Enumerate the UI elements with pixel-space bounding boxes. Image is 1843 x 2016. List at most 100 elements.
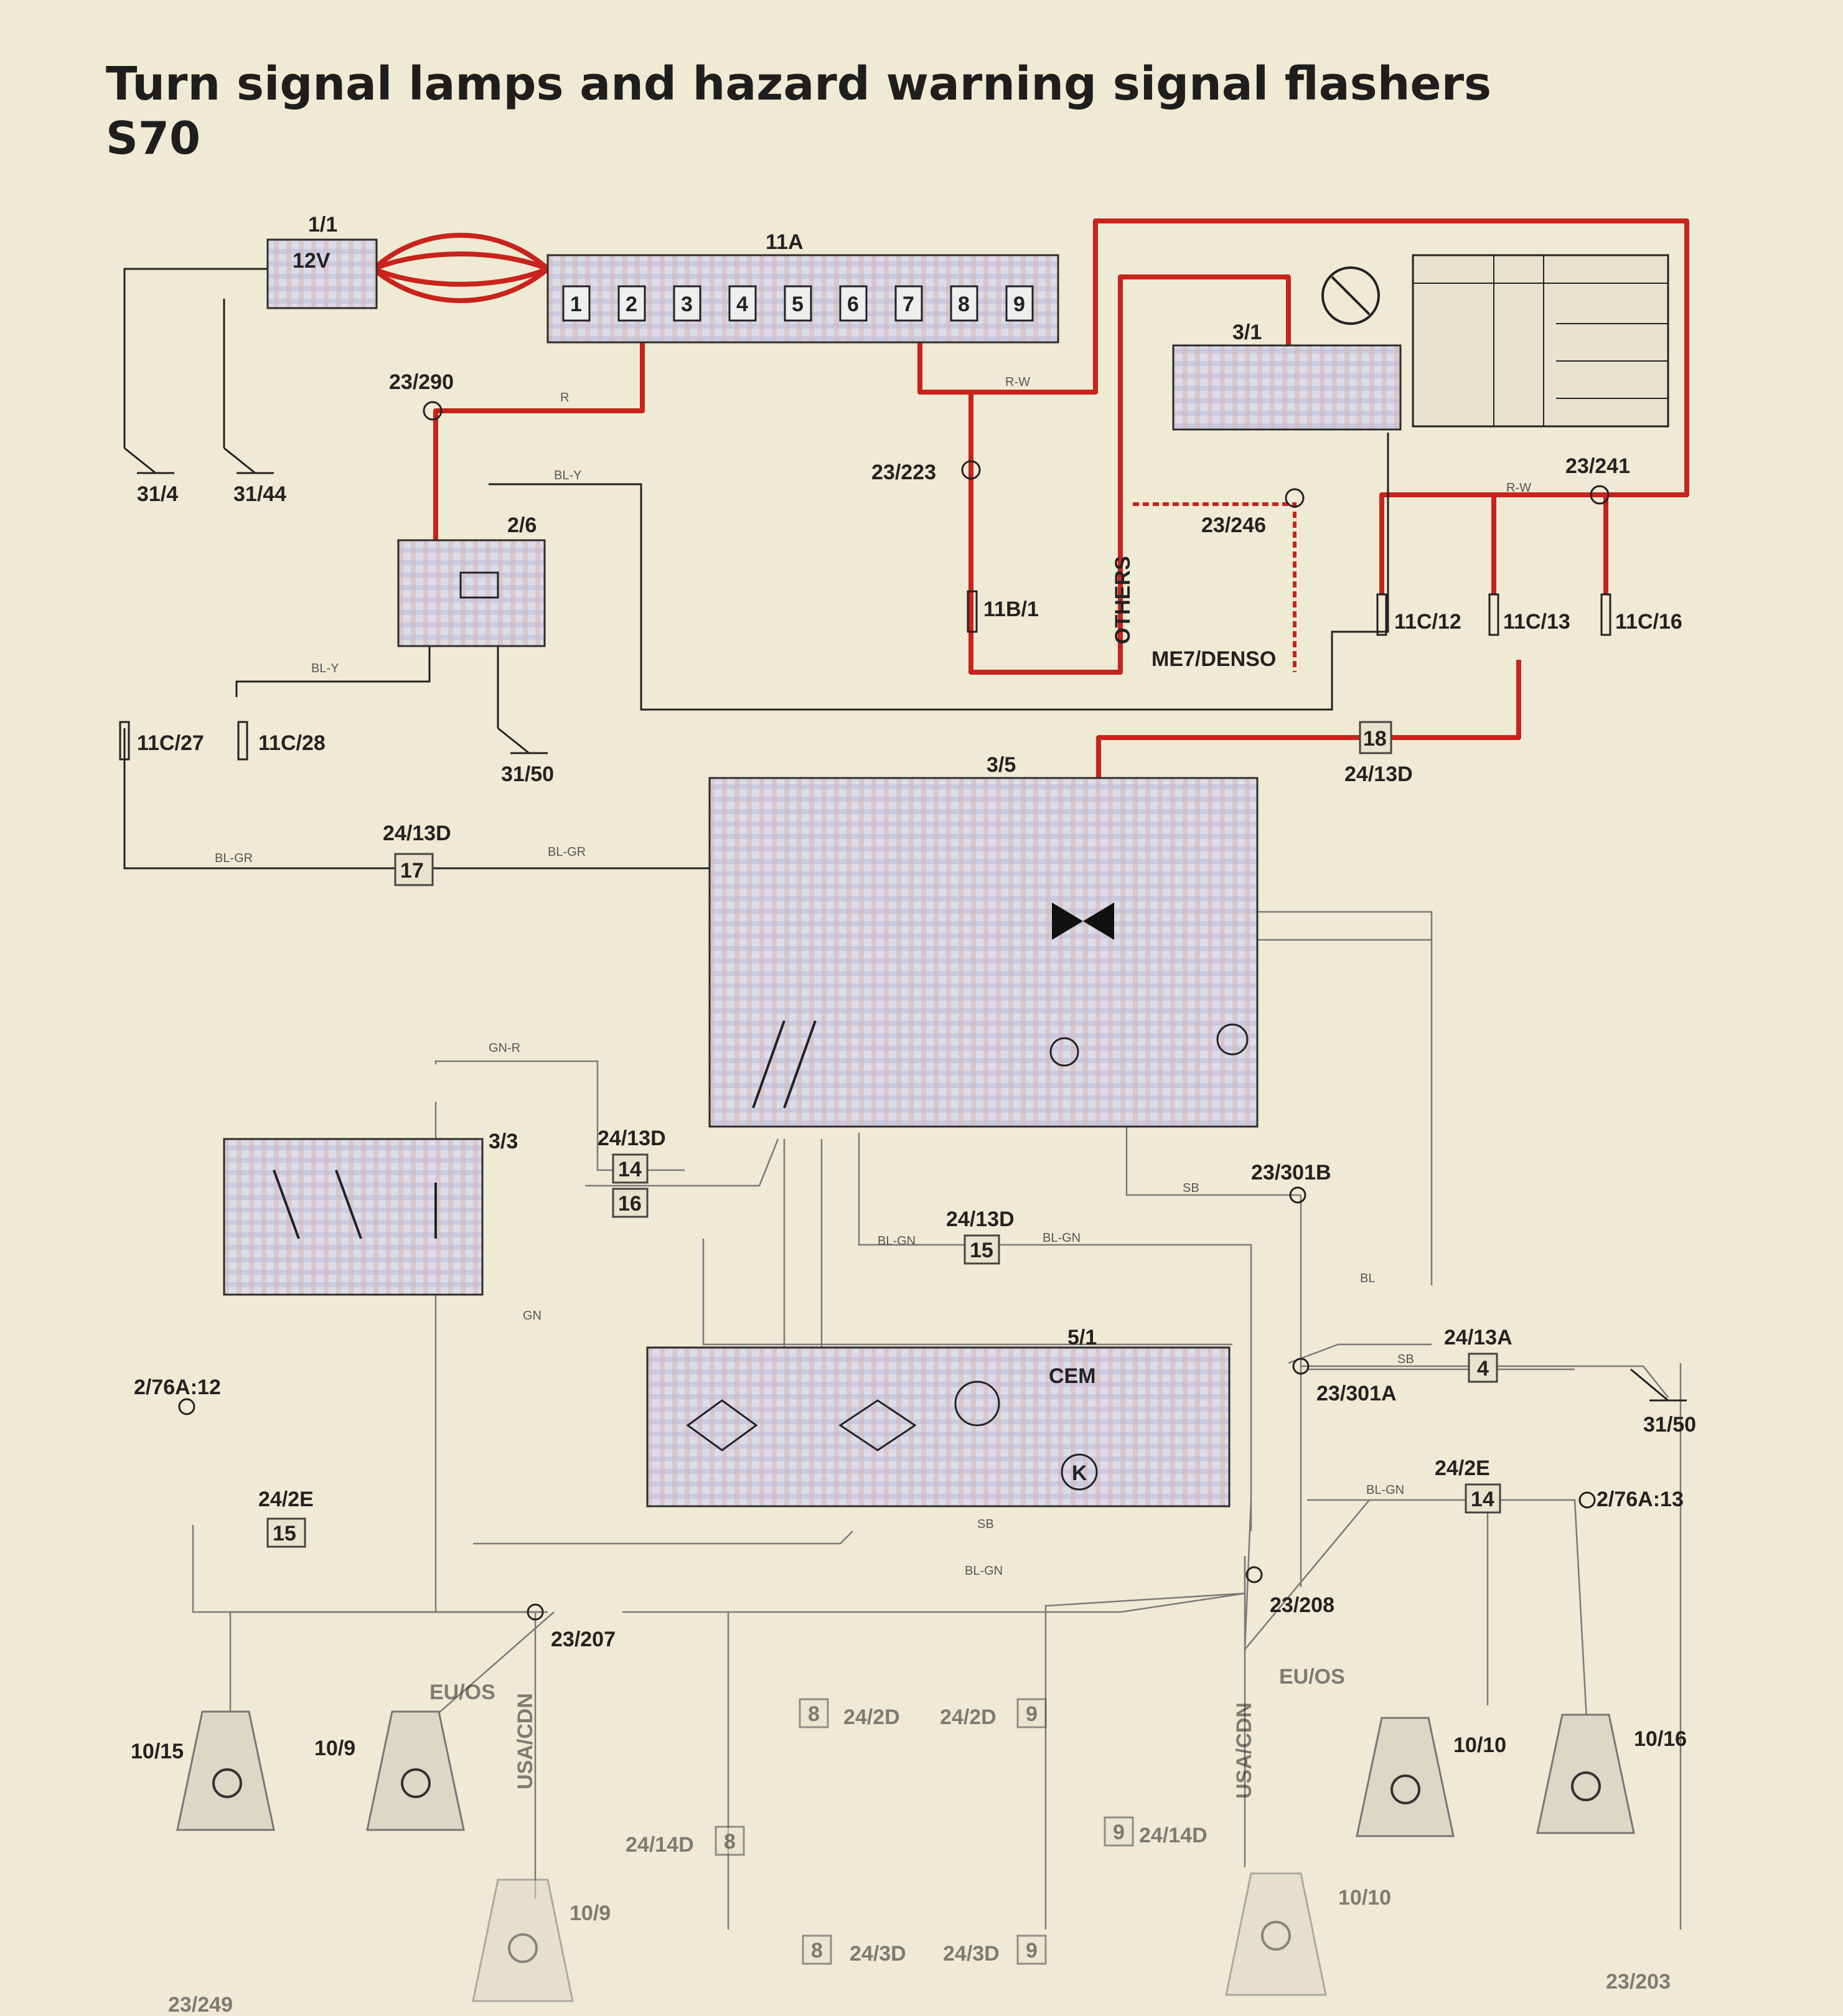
connector-24-13d-top: 24/13D <box>1344 762 1413 786</box>
relay-2-6: 2/6 <box>397 513 546 647</box>
lamp-label-10-10-front: 10/10 <box>1453 1733 1506 1757</box>
lamp-label-10-9-front: 10/9 <box>314 1737 355 1760</box>
wire-color-bl: BL <box>1360 1272 1375 1285</box>
connector-23-246: 23/246 <box>1201 513 1266 537</box>
pin-18: 18 <box>1363 727 1387 751</box>
signal-wires <box>123 268 1682 1929</box>
fuse-number-5: 5 <box>792 293 804 316</box>
wire-color-bl-gr-mid: BL-GR <box>548 845 586 859</box>
fuse-8 <box>950 285 978 322</box>
connector-23-207: 23/207 <box>551 1628 616 1651</box>
battery-label: 1/1 <box>308 213 337 237</box>
relay-label: 2/6 <box>507 513 537 537</box>
label-eu-os-left: EU/OS <box>429 1681 495 1704</box>
connector-11b-1: 11B/1 <box>983 598 1039 621</box>
wire-color-sb-1: SB <box>1183 1181 1199 1195</box>
label-me7-denso: ME7/DENSO <box>1151 647 1276 671</box>
lamp-label-10-16: 10/16 <box>1634 1727 1687 1751</box>
connector-24-2e-right: 24/2E <box>1435 1456 1490 1480</box>
ignition-switch-label: 3/1 <box>1232 321 1262 344</box>
hazard-switch-3-5: 3/5 <box>708 753 1259 1128</box>
pin-8-c: 8 <box>811 1939 823 1962</box>
connector-24-2d-right: 24/2D <box>940 1705 997 1729</box>
hazard-switch-label: 3/5 <box>987 753 1016 777</box>
connector-24-13d-bottom: 24/13D <box>946 1207 1015 1231</box>
grounds <box>124 447 1687 1402</box>
fuse-5 <box>784 285 812 322</box>
connector-23-203: 23/203 <box>1606 1970 1671 1994</box>
diagram-title: Turn signal lamps and hazard warning sig… <box>106 57 1492 111</box>
lamp-label-10-10-side: 10/10 <box>1338 1886 1391 1910</box>
pin-8-a: 8 <box>808 1702 820 1726</box>
fuse-number-4: 4 <box>736 293 748 316</box>
wire-color-bl-y-top: BL-Y <box>554 469 581 482</box>
connector-23-301b: 23/301B <box>1251 1161 1331 1184</box>
connector-symbols <box>119 401 1611 1621</box>
fuse-6 <box>839 285 868 322</box>
connector-23-249: 23/249 <box>168 1993 233 2016</box>
pin-14: 14 <box>618 1158 642 1181</box>
label-usa-cdn-right: USA/CDN <box>1232 1702 1256 1799</box>
wire-color-r: R <box>560 391 569 405</box>
label-others: OTHERS <box>1111 556 1135 644</box>
connector-24-14d-left: 24/14D <box>626 1833 694 1857</box>
wire-color-bl-gn-1: BL-GN <box>878 1234 916 1248</box>
connector-11c-28: 11C/28 <box>258 731 326 755</box>
wire-color-bl-gr-left: BL-GR <box>215 851 253 865</box>
connector-2-76a-13: 2/76A:13 <box>1597 1488 1684 1511</box>
pin-4: 4 <box>1477 1357 1489 1381</box>
battery-voltage: 12V <box>293 249 331 273</box>
pin-9-b: 9 <box>1113 1821 1125 1844</box>
fuse-7 <box>894 285 923 322</box>
fuse-3 <box>673 285 701 322</box>
fuse-number-2: 2 <box>626 293 637 316</box>
wire-color-bl-gn-2: BL-GN <box>1043 1231 1081 1245</box>
cem-text: CEM <box>1049 1364 1096 1388</box>
lamp-label-10-9-side: 10/9 <box>570 1901 611 1925</box>
ground-31-50-left: 31/50 <box>501 762 554 786</box>
fuse-number-7: 7 <box>903 293 914 316</box>
fuse-number-8: 8 <box>958 293 970 316</box>
model-name: S70 <box>106 112 201 164</box>
pin-17: 17 <box>400 859 424 883</box>
lamp-10-10-side <box>1225 1872 1327 1996</box>
pin-8-b: 8 <box>724 1830 736 1854</box>
wire-color-gn: GN <box>523 1309 542 1323</box>
wire-color-bl-gn-3: BL-GN <box>1366 1483 1404 1497</box>
wire-color-sb-3: SB <box>977 1517 994 1531</box>
lamp-10-9-side <box>472 1878 574 2002</box>
cem-5-1: 5/1 CEM K <box>646 1326 1231 1507</box>
connector-23-241: 23/241 <box>1565 454 1630 478</box>
lamp-10-15 <box>176 1710 275 1831</box>
connector-24-3d-right: 24/3D <box>943 1942 1000 1966</box>
fuse-9 <box>1005 285 1034 322</box>
connector-labels: 23/290 23/223 23/241 23/246 11B/1 11C/12… <box>134 370 1684 2016</box>
connector-11c-16: 11C/16 <box>1615 610 1682 634</box>
pin-15-b: 15 <box>273 1522 296 1545</box>
connector-11c-13: 11C/13 <box>1503 610 1570 634</box>
connector-11c-12: 11C/12 <box>1394 610 1461 634</box>
ground-31-44: 31/44 <box>233 482 286 506</box>
connector-23-223: 23/223 <box>871 461 936 484</box>
light-switch-label: 3/3 <box>489 1130 518 1153</box>
pin-15: 15 <box>970 1239 993 1262</box>
fuse-number-1: 1 <box>570 293 582 316</box>
wire-color-bl-y-left: BL-Y <box>311 662 339 675</box>
label-usa-cdn-left: USA/CDN <box>514 1693 537 1789</box>
wire-color-gn-r: GN-R <box>489 1041 520 1055</box>
lamps <box>176 1710 1635 2002</box>
connector-24-2d-left: 24/2D <box>843 1705 900 1729</box>
ground-31-4: 31/4 <box>137 482 178 506</box>
lamp-label-10-15: 10/15 <box>131 1740 184 1763</box>
fuse-box-label: 11A <box>766 230 804 254</box>
connector-24-13a: 24/13A <box>1444 1326 1512 1349</box>
cem-k-symbol: K <box>1072 1461 1087 1485</box>
wire-color-codes: R R-W R-W BL-Y BL-Y BL-GR BL-GR GN-R GN … <box>215 375 1531 1578</box>
connector-24-2e-left: 24/2E <box>258 1488 314 1511</box>
connector-24-13d-left: 24/13D <box>383 822 451 845</box>
connector-11c-27: 11C/27 <box>137 731 204 755</box>
wire-color-r-w-top: R-W <box>1005 375 1030 389</box>
